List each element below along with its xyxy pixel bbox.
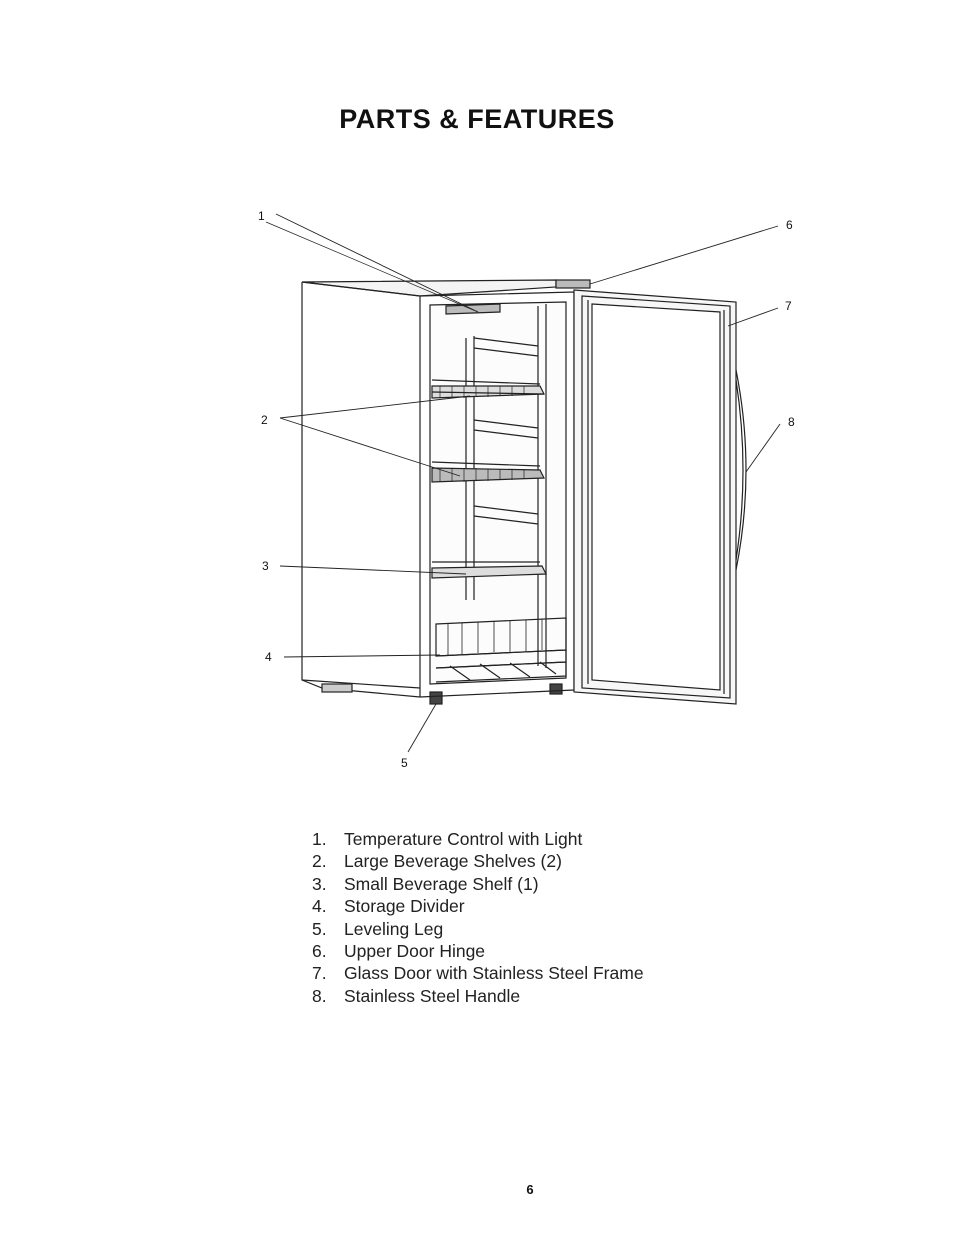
list-item: 7.Glass Door with Stainless Steel Frame [312,963,644,984]
callout-6: 6 [786,218,793,232]
callout-2: 2 [261,413,268,427]
part-label: Glass Door with Stainless Steel Frame [344,963,644,984]
part-label: Leveling Leg [344,918,444,939]
parts-list: 1.Temperature Control with Light 2.Large… [312,828,644,1007]
list-item: 4.Storage Divider [312,896,465,917]
list-item: 2.Large Beverage Shelves (2) [312,851,562,872]
list-item: 6.Upper Door Hinge [312,941,486,962]
callout-4: 4 [265,650,272,664]
callout-8: 8 [788,415,795,429]
part-label: Stainless Steel Handle [344,985,521,1006]
cabinet-drawing [301,279,747,705]
list-item: 1.Temperature Control with Light [312,829,583,849]
callout-3: 3 [262,559,269,573]
page-number: 6 [526,1182,534,1197]
part-label: Large Beverage Shelves (2) [344,851,562,872]
callout-7: 7 [785,299,792,313]
page-title: PARTS & FEATURES [339,104,615,134]
leader-lines [265,213,781,753]
part-label: Storage Divider [344,896,465,917]
part-label: Small Beverage Shelf (1) [344,873,539,894]
list-item: 3.Small Beverage Shelf (1) [312,873,539,894]
callout-5: 5 [401,756,408,770]
list-item: 5.Leveling Leg [312,918,444,939]
part-label: Upper Door Hinge [344,941,486,962]
list-item: 8.Stainless Steel Handle [312,985,521,1006]
part-label: Temperature Control with Light [344,829,583,849]
callout-1: 1 [258,209,265,223]
